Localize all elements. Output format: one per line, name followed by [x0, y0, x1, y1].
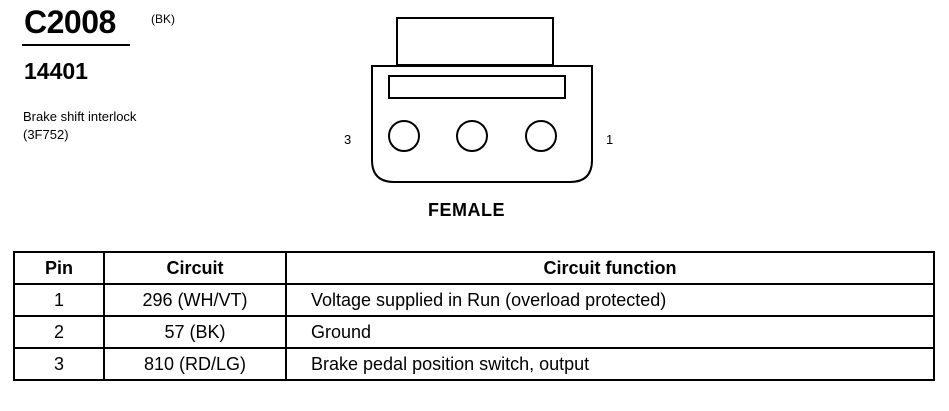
- component-description: Brake shift interlock: [23, 109, 137, 124]
- part-number: 14401: [24, 58, 88, 84]
- pin-cell: 2: [13, 315, 105, 349]
- table-row: 3 810 (RD/LG) Brake pedal position switc…: [13, 347, 935, 381]
- circuit-cell: 810 (RD/LG): [103, 347, 287, 381]
- table-row: 2 57 (BK) Ground: [13, 315, 935, 349]
- table-row: 1 296 (WH/VT) Voltage supplied in Run (o…: [13, 283, 935, 317]
- connector-latch: [396, 17, 554, 66]
- pin-cell: 3: [13, 347, 105, 381]
- function-cell: Ground: [285, 315, 935, 349]
- column-header-function: Circuit function: [285, 251, 935, 285]
- connector-id: C2008: [24, 4, 116, 40]
- pin-cell: 1: [13, 283, 105, 317]
- pin-cavity-2: [456, 120, 488, 152]
- function-cell: Voltage supplied in Run (overload protec…: [285, 283, 935, 317]
- connector-gender-label: FEMALE: [428, 200, 505, 220]
- pin-label-right: 1: [606, 132, 613, 147]
- function-cell: Brake pedal position switch, output: [285, 347, 935, 381]
- pinout-table: Pin Circuit Circuit function 1 296 (WH/V…: [13, 251, 935, 381]
- connector-key-slot: [388, 75, 566, 99]
- connector-color-code: (BK): [151, 12, 175, 26]
- connector-face-diagram: 3 1: [344, 17, 613, 183]
- table-header-row: Pin Circuit Circuit function: [13, 251, 935, 285]
- component-code: (3F752): [23, 127, 69, 142]
- pin-cavity-3: [388, 120, 420, 152]
- circuit-cell: 296 (WH/VT): [103, 283, 287, 317]
- pin-cavity-1: [525, 120, 557, 152]
- column-header-pin: Pin: [13, 251, 105, 285]
- connector-id-underline: [22, 44, 130, 46]
- column-header-circuit: Circuit: [103, 251, 287, 285]
- pin-label-left: 3: [344, 132, 351, 147]
- circuit-cell: 57 (BK): [103, 315, 287, 349]
